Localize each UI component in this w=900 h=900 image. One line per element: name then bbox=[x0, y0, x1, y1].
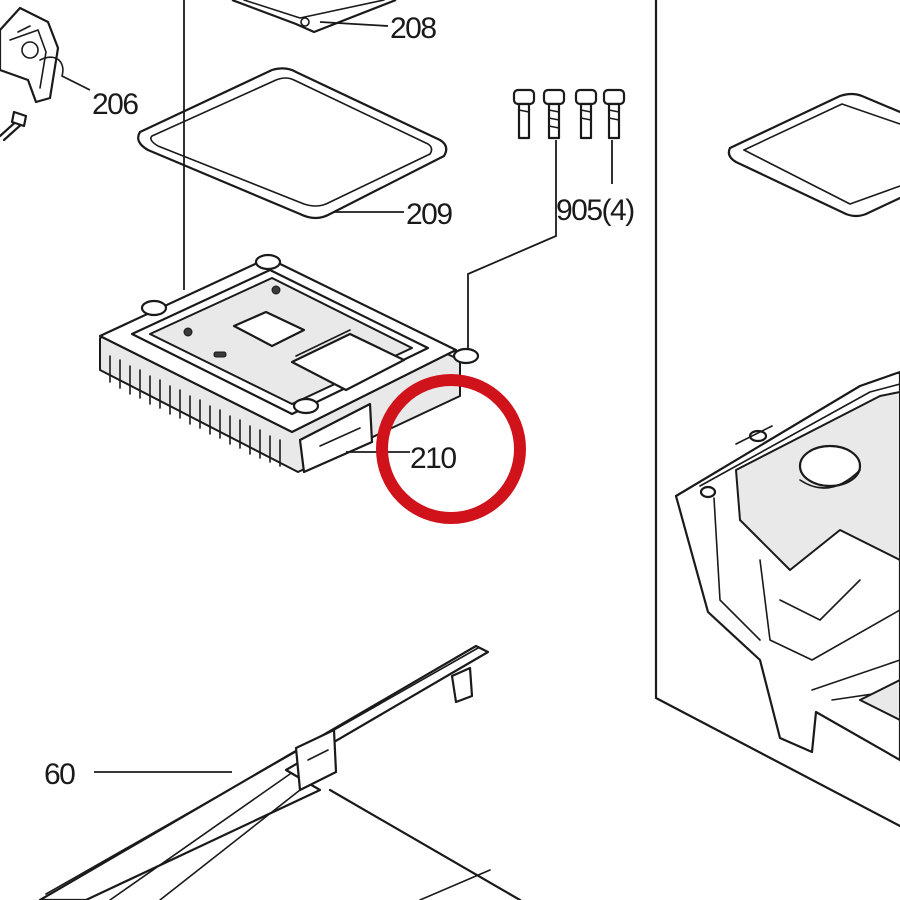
part-60-bar bbox=[38, 644, 522, 900]
part-209-gasket bbox=[137, 67, 448, 220]
leader-208 bbox=[319, 21, 389, 27]
leader-206 bbox=[61, 75, 91, 91]
right-detail-panel bbox=[654, 0, 900, 828]
highlight-circle bbox=[376, 374, 526, 524]
part-905-screws bbox=[512, 88, 626, 140]
screw-1 bbox=[512, 88, 536, 140]
part-210-housing bbox=[98, 253, 480, 474]
part-208-plate bbox=[231, 0, 397, 34]
leader-905-bend bbox=[467, 140, 557, 348]
screw-4 bbox=[602, 88, 626, 140]
label-905: 905(4) bbox=[556, 194, 634, 227]
label-208: 208 bbox=[390, 12, 436, 45]
screw-3 bbox=[574, 88, 598, 140]
label-206: 206 bbox=[92, 88, 138, 121]
label-209: 209 bbox=[406, 198, 452, 231]
part-206-bracket bbox=[0, 6, 64, 142]
label-60: 60 bbox=[44, 758, 75, 791]
cooling-fins bbox=[109, 355, 281, 467]
screw-2 bbox=[542, 88, 566, 140]
label-210: 210 bbox=[410, 442, 456, 475]
